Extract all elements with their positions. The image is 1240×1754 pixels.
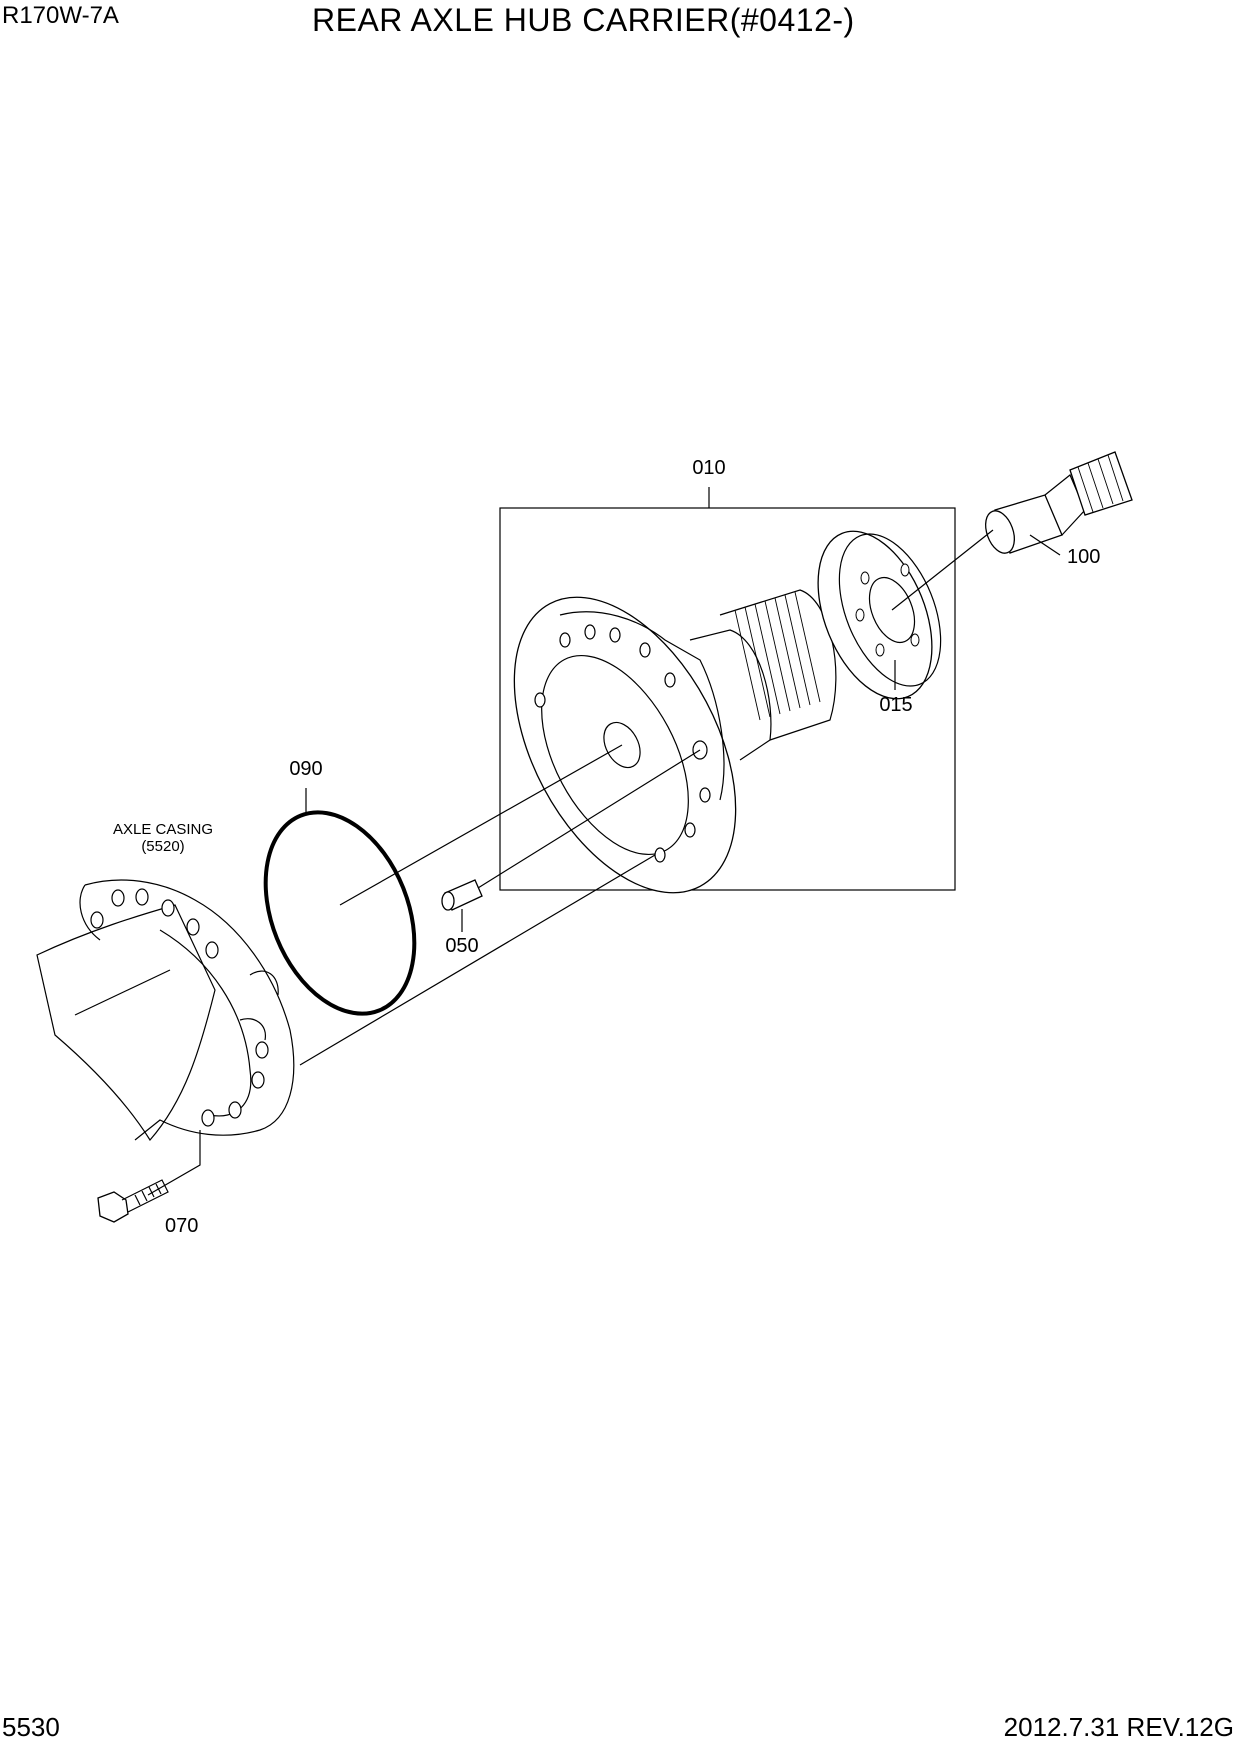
model-code: R170W-7A <box>2 2 119 29</box>
label-part-015: 015 <box>879 694 912 716</box>
bolt-070-drawing <box>97 1179 169 1223</box>
assembly-box-010 <box>499 507 956 891</box>
plug-050-drawing <box>441 879 483 932</box>
alignment-lines <box>299 529 994 1066</box>
label-axle-casing: AXLE CASING <box>113 821 213 838</box>
diagram-title: REAR AXLE HUB CARRIER(#0412-) <box>312 2 855 38</box>
label-part-100: 100 <box>1067 546 1100 568</box>
label-part-090: 090 <box>289 758 322 780</box>
o-ring-090-drawing <box>263 788 417 1016</box>
hub-carrier-drawing <box>513 589 837 894</box>
page-number: 5530 <box>2 1712 60 1742</box>
washer-015-drawing <box>817 530 942 700</box>
label-part-010: 010 <box>692 457 725 479</box>
revision-info: 2012.7.31 REV.12G <box>1003 1712 1234 1742</box>
axle-casing-drawing <box>36 879 295 1196</box>
label-part-070: 070 <box>165 1215 198 1237</box>
label-axle-casing-code: (5520) <box>141 838 184 855</box>
label-part-050: 050 <box>445 935 478 957</box>
shaft-100-drawing <box>985 451 1133 556</box>
